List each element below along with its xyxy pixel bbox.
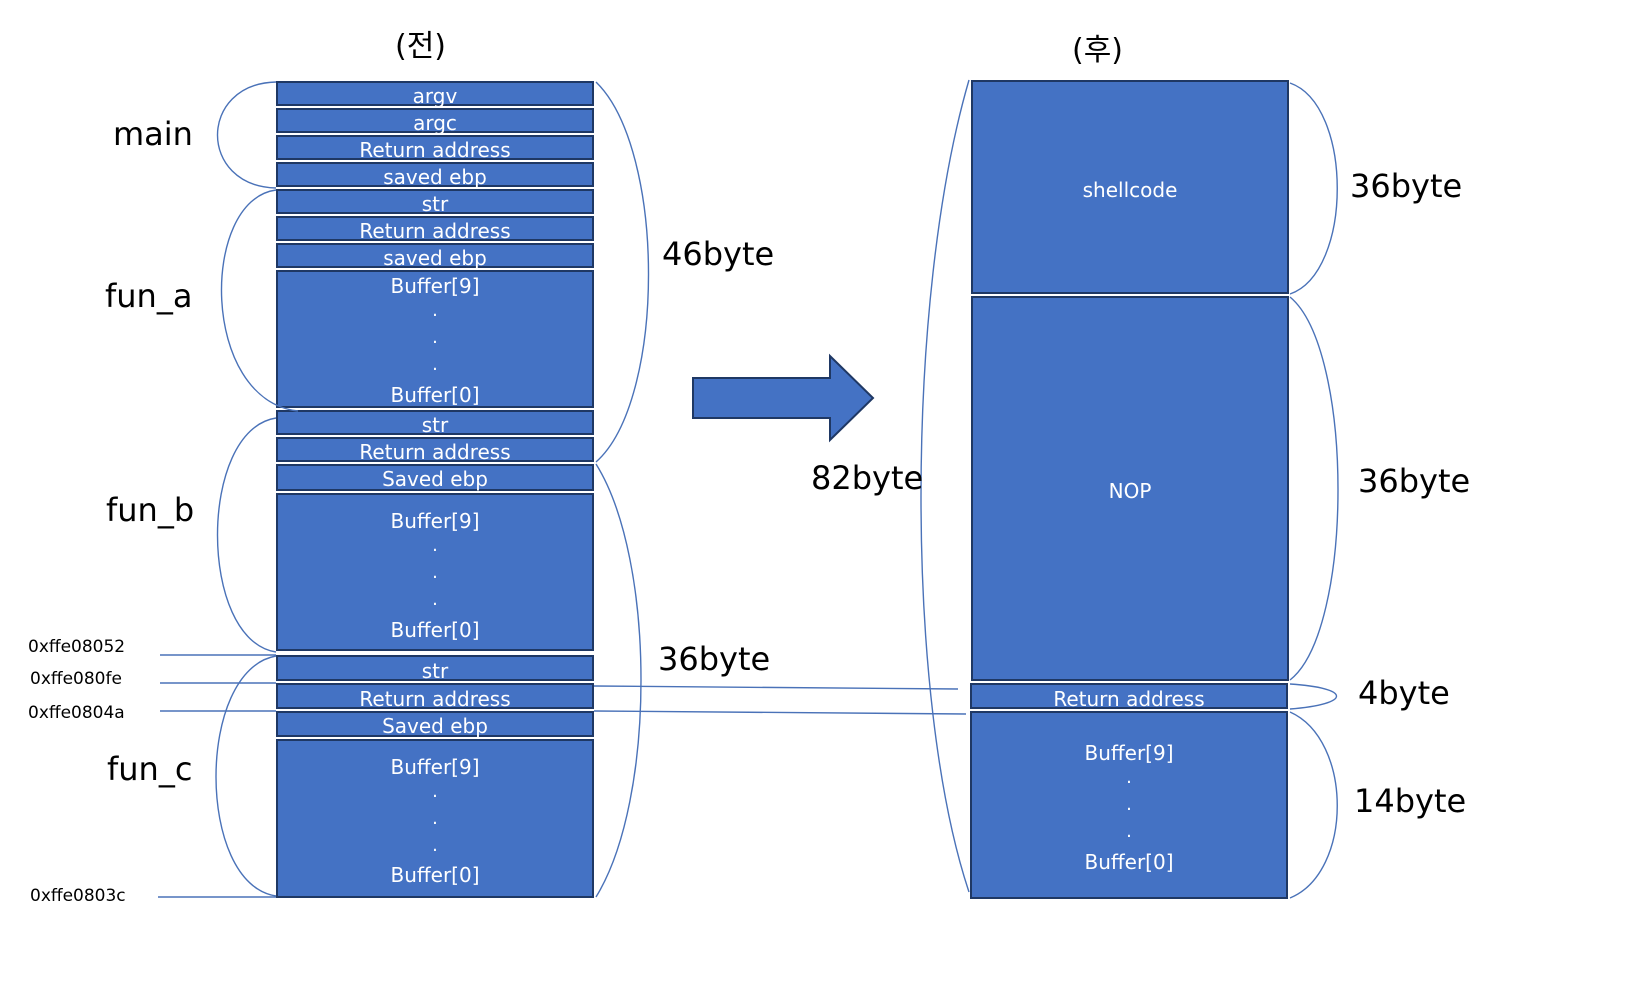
fun-a-saved-ebp-cell: saved ebp bbox=[276, 243, 594, 268]
fun-b-return-address-label: Return address bbox=[359, 440, 511, 464]
address-label-2: 0xffe080fe bbox=[30, 669, 122, 689]
buffer-size-bracket bbox=[1289, 711, 1338, 899]
argc-cell: argc bbox=[276, 108, 594, 133]
title-after: (후) bbox=[1072, 33, 1124, 68]
function-label-fun-b: fun_b bbox=[106, 491, 195, 529]
fun-a-buffer-top-label: Buffer[9] bbox=[390, 274, 480, 298]
fun-b-buffer-bottom-label: Buffer[0] bbox=[390, 618, 480, 642]
right-buffer-top-label: Buffer[9] bbox=[1084, 741, 1174, 765]
argc-label: argc bbox=[413, 111, 457, 135]
fun-c-buffer-dot: . bbox=[432, 835, 438, 856]
main-saved-ebp-label: saved ebp bbox=[383, 165, 487, 189]
fun-c-buffer-cell: Buffer[9] . . . Buffer[0] bbox=[276, 739, 594, 898]
address-label-1: 0xffe08052 bbox=[28, 637, 126, 657]
fun-c-buffer-bottom-label: Buffer[0] bbox=[390, 863, 480, 887]
fun-b-buffer-cell: Buffer[9] . . . Buffer[0] bbox=[276, 493, 594, 651]
fun-c-str-cell: str bbox=[276, 655, 594, 681]
function-label-fun-c: fun_c bbox=[107, 750, 193, 788]
address-label-4: 0xffe0803c bbox=[30, 886, 126, 906]
main-bracket bbox=[217, 81, 277, 189]
fun-c-saved-ebp-label: Saved ebp bbox=[382, 714, 488, 738]
shellcode-label: shellcode bbox=[1082, 178, 1178, 202]
fun-a-buffer-cell: Buffer[9] . . . Buffer[0] bbox=[276, 270, 594, 408]
right-buffer-bottom-label: Buffer[0] bbox=[1084, 850, 1174, 874]
fun-b-buffer-dot: . bbox=[432, 562, 438, 583]
right-buffer-dot: . bbox=[1126, 767, 1132, 788]
fun-a-buffer-bottom-label: Buffer[0] bbox=[390, 383, 480, 407]
fun-a-buffer-dot: . bbox=[432, 327, 438, 348]
size-label-buffer: 14byte bbox=[1354, 782, 1467, 820]
mapping-line-top bbox=[593, 685, 959, 690]
fun-b-buffer-dot: . bbox=[432, 589, 438, 610]
ret-size-bracket bbox=[1289, 683, 1338, 710]
fun-b-saved-ebp-cell: Saved ebp bbox=[276, 464, 594, 491]
fun-a-saved-ebp-label: saved ebp bbox=[383, 246, 487, 270]
fun-c-buffer-dot: . bbox=[432, 808, 438, 829]
address-label-3: 0xffe0804a bbox=[28, 703, 125, 723]
main-saved-ebp-cell: saved ebp bbox=[276, 162, 594, 187]
size-label-46: 46byte bbox=[662, 235, 775, 273]
fun-b-saved-ebp-label: Saved ebp bbox=[382, 467, 488, 491]
fun-c-str-label: str bbox=[421, 659, 449, 683]
shellcode-cell: shellcode bbox=[971, 80, 1289, 294]
function-label-fun-a: fun_a bbox=[105, 277, 193, 315]
fun-c-buffer-dot: . bbox=[432, 781, 438, 802]
right-buffer-dot: . bbox=[1126, 821, 1132, 842]
fun-a-return-address-label: Return address bbox=[359, 219, 511, 243]
nop-size-bracket bbox=[1289, 296, 1339, 681]
function-label-main: main bbox=[113, 115, 193, 153]
nop-cell: NOP bbox=[971, 296, 1289, 681]
fun-c-return-address-cell: Return address bbox=[276, 683, 594, 709]
fun-a-str-cell: str bbox=[276, 189, 594, 214]
fun-a-str-label: str bbox=[421, 192, 449, 216]
right-buffer-dot: . bbox=[1126, 794, 1132, 815]
size-label-ret: 4byte bbox=[1358, 674, 1450, 712]
fun-b-buffer-dot: . bbox=[432, 535, 438, 556]
size-label-82: 82byte bbox=[811, 459, 924, 497]
fun-b-buffer-top-label: Buffer[9] bbox=[390, 509, 480, 533]
fun-b-bracket bbox=[216, 417, 277, 653]
fun-a-return-address-cell: Return address bbox=[276, 216, 594, 241]
size-46-bracket bbox=[595, 81, 650, 463]
right-return-address-label: Return address bbox=[1053, 687, 1205, 711]
fun-a-bracket bbox=[220, 189, 299, 412]
size-82-bracket bbox=[920, 79, 970, 893]
size-label-nop: 36byte bbox=[1358, 462, 1471, 500]
main-return-address-cell: Return address bbox=[276, 135, 594, 160]
fun-c-bracket bbox=[215, 655, 277, 897]
size-label-shellcode: 36byte bbox=[1350, 167, 1463, 205]
fun-c-buffer-top-label: Buffer[9] bbox=[390, 755, 480, 779]
mapping-line-bottom bbox=[593, 710, 967, 715]
nop-label: NOP bbox=[1108, 479, 1152, 503]
size-label-36-left: 36byte bbox=[658, 640, 771, 678]
right-return-address-cell: Return address bbox=[970, 683, 1288, 709]
right-buffer-cell: Buffer[9] . . . Buffer[0] bbox=[970, 711, 1288, 899]
fun-b-return-address-cell: Return address bbox=[276, 437, 594, 462]
fun-b-str-cell: str bbox=[276, 410, 594, 435]
size-36-bracket bbox=[595, 463, 642, 898]
argv-label: argv bbox=[412, 84, 458, 108]
shellcode-size-bracket bbox=[1289, 82, 1338, 295]
fun-a-buffer-dot: . bbox=[432, 354, 438, 375]
fun-c-return-address-label: Return address bbox=[359, 687, 511, 711]
fun-a-buffer-dot: . bbox=[432, 300, 438, 321]
fun-c-saved-ebp-cell: Saved ebp bbox=[276, 711, 594, 737]
transform-arrow bbox=[692, 353, 875, 443]
fun-b-str-label: str bbox=[421, 413, 449, 437]
title-before: (전) bbox=[395, 29, 447, 64]
argv-cell: argv bbox=[276, 81, 594, 106]
main-return-address-label: Return address bbox=[359, 138, 511, 162]
